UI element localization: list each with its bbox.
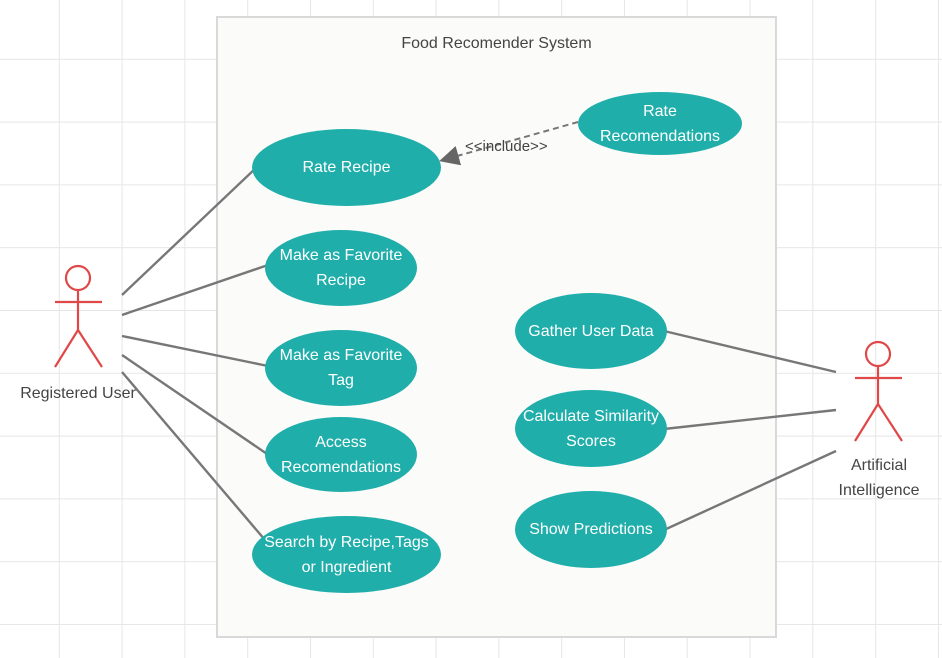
include-label: <<include>> — [465, 138, 548, 155]
include-connector — [439, 121, 579, 166]
ai-actor-icon — [854, 340, 903, 442]
usecase-rate-recommendations[interactable]: Rate Recomendations — [578, 92, 742, 155]
usecase-predictions[interactable]: Show Predictions — [515, 491, 667, 568]
assoc-ai-similarity — [663, 408, 837, 431]
usecase-label: Make as Favorite Recipe — [279, 247, 403, 289]
system-title: Food Recomender System — [401, 35, 592, 52]
assoc-user-favorite-tag — [121, 334, 269, 368]
assoc-user-favorite-recipe — [121, 263, 269, 317]
usecase-favorite-tag[interactable]: Make as Favorite Tag — [265, 330, 417, 406]
usecase-label: Access Recomendations — [280, 433, 402, 476]
ai-label: Artificial Intelligence — [838, 457, 920, 499]
registered-user-label: Registered User — [20, 385, 136, 402]
registered-user-actor-icon — [54, 264, 103, 368]
usecase-label: Rate Recipe — [302, 159, 391, 176]
assoc-user-search — [121, 371, 266, 541]
assoc-ai-predictions — [663, 449, 837, 532]
usecase-search[interactable]: Search by Recipe,Tags or Ingredient — [252, 516, 441, 593]
usecase-label: Calculate Similarity Scores — [522, 407, 660, 450]
usecase-similarity[interactable]: Calculate Similarity Scores — [515, 390, 667, 467]
usecase-label: Rate Recomendations — [599, 102, 721, 145]
usecase-rate-recipe[interactable]: Rate Recipe — [252, 129, 441, 206]
usecase-favorite-recipe[interactable]: Make as Favorite Recipe — [265, 230, 417, 306]
usecase-label: Make as Favorite Tag — [279, 347, 403, 389]
usecase-label: Search by Recipe,Tags or Ingredient — [264, 533, 429, 576]
assoc-ai-gather — [663, 329, 837, 374]
assoc-user-rate-recipe — [121, 166, 258, 296]
usecase-label: Show Predictions — [529, 521, 653, 538]
usecase-gather-data[interactable]: Gather User Data — [515, 293, 667, 369]
usecase-access-recommendations[interactable]: Access Recomendations — [265, 417, 417, 492]
usecase-label: Gather User Data — [528, 322, 654, 340]
assoc-user-access-recommendations — [121, 354, 271, 457]
